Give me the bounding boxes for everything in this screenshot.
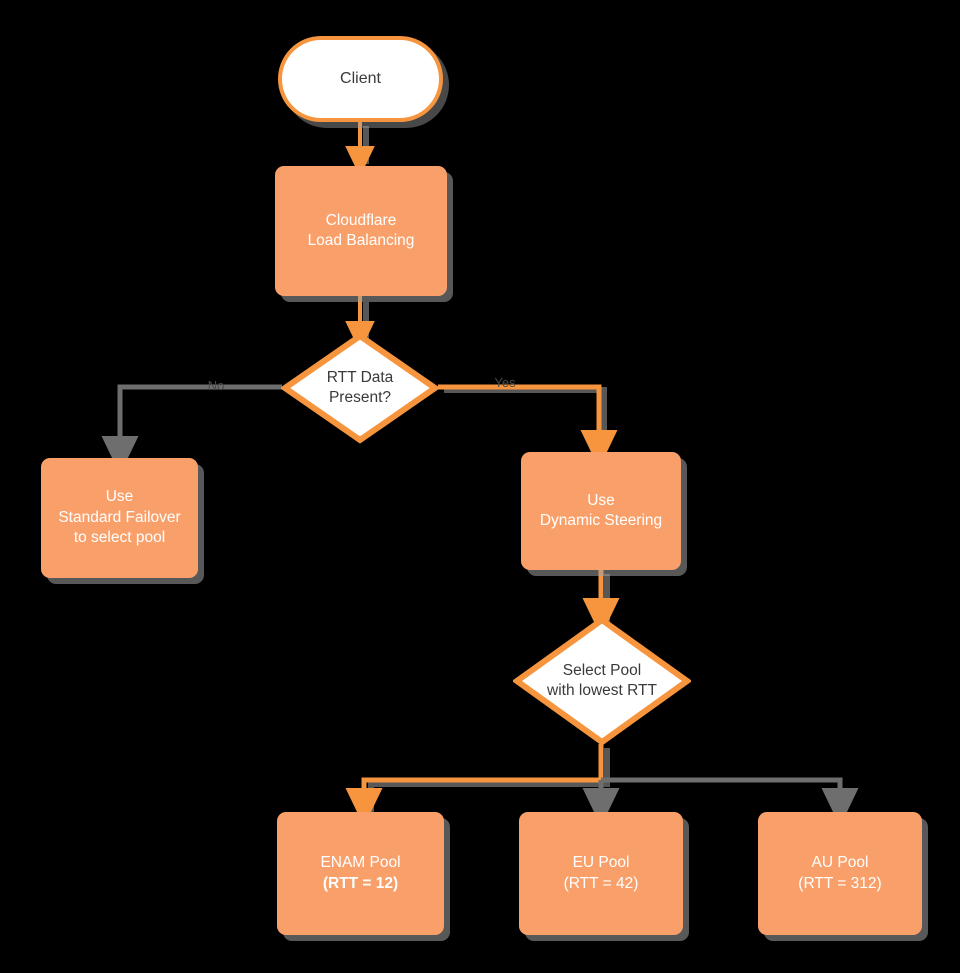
edge-select-pool-to-au-pool <box>601 777 859 827</box>
node-rtt-decision[interactable]: RTT Data Present? <box>281 332 439 444</box>
node-load-balancing[interactable]: Cloudflare Load Balancing <box>275 166 447 296</box>
rtt-decision-shape <box>281 332 439 444</box>
node-eu-pool[interactable]: EU Pool (RTT = 42) <box>519 812 683 935</box>
node-client[interactable]: Client <box>278 36 443 122</box>
node-au-pool-line2: (RTT = 312) <box>798 874 882 892</box>
node-standard-failover-line1: Use <box>105 488 134 506</box>
node-standard-failover-label: Use Standard Failover to select pool <box>58 487 180 548</box>
node-eu-pool-line2: (RTT = 42) <box>563 874 639 892</box>
node-eu-pool-label: EU Pool (RTT = 42) <box>564 853 639 894</box>
edge-label-yes: Yes <box>494 375 516 390</box>
node-standard-failover-line3: to select pool <box>73 529 166 547</box>
node-dynamic-steering[interactable]: Use Dynamic Steering <box>521 452 681 570</box>
edge-rtt-decision-yes-to-dynamic-steering <box>438 384 618 469</box>
node-enam-pool-line1: ENAM Pool <box>320 854 401 872</box>
node-dynamic-steering-line2: Dynamic Steering <box>539 512 663 529</box>
node-eu-pool-line1: EU Pool <box>572 854 630 872</box>
node-au-pool-line1: AU Pool <box>811 854 869 872</box>
node-enam-pool-line2: (RTT = 12) <box>322 874 399 892</box>
node-load-balancing-label: Cloudflare Load Balancing <box>308 211 415 252</box>
edge-label-no: No <box>207 378 225 393</box>
node-au-pool[interactable]: AU Pool (RTT = 312) <box>758 812 922 935</box>
node-enam-pool-label: ENAM Pool (RTT = 12) <box>320 853 400 894</box>
node-load-balancing-line1: Cloudflare <box>325 211 397 229</box>
node-dynamic-steering-line1: Use <box>587 491 615 509</box>
node-select-pool[interactable]: Select Pool with lowest RTT <box>513 616 691 746</box>
node-standard-failover[interactable]: Use Standard Failover to select pool <box>41 458 198 578</box>
node-client-label: Client <box>340 70 381 88</box>
edge-select-pool-to-enam-pool <box>345 744 604 827</box>
node-enam-pool[interactable]: ENAM Pool (RTT = 12) <box>277 812 444 935</box>
node-standard-failover-line2: Standard Failover <box>58 508 181 526</box>
node-au-pool-label: AU Pool (RTT = 312) <box>798 853 881 894</box>
node-dynamic-steering-label: Use Dynamic Steering <box>540 491 662 532</box>
node-load-balancing-line2: Load Balancing <box>307 232 415 249</box>
select-pool-shape <box>513 616 691 746</box>
edge-rtt-decision-no-to-standard-failover <box>101 384 282 475</box>
